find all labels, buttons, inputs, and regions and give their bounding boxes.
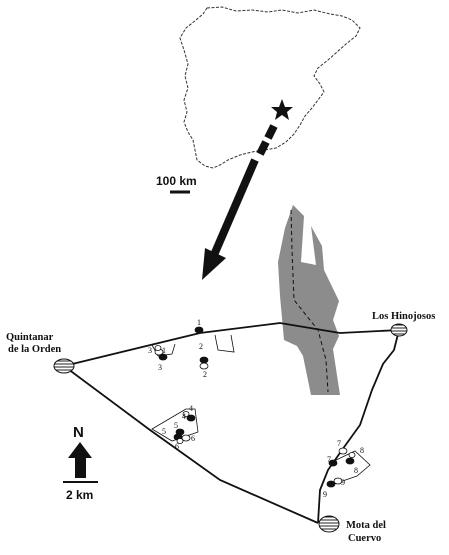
site-marker-open (154, 345, 162, 351)
site-number: 3 (148, 346, 152, 355)
road-network (63, 322, 400, 524)
site-marker-filled (326, 480, 336, 488)
site-number: 2 (199, 342, 203, 351)
site-marker-open (338, 447, 348, 455)
site-number: 7 (327, 455, 331, 464)
town-label-mota: Mota del Cuervo (346, 520, 389, 544)
north-label: N (73, 424, 84, 441)
site-marker-filled (328, 459, 338, 467)
site-number: 8 (360, 446, 364, 455)
site-number: 4 (189, 404, 193, 413)
site-number: 5 (174, 421, 178, 430)
stream-line (290, 209, 329, 393)
site-markers (154, 326, 356, 488)
site-number: 5 (162, 427, 166, 436)
zoom-arrow-icon (202, 124, 278, 280)
site-marker-open (199, 362, 209, 370)
iberia-outline (179, 6, 361, 169)
site-marker-filled (158, 353, 168, 361)
town-marker-mota (318, 515, 340, 533)
site-marker-open (176, 438, 184, 444)
town-marker-quintanar (53, 358, 75, 374)
site-marker-filled (194, 326, 204, 334)
site-number: 3 (158, 363, 162, 372)
site-number: 9 (323, 490, 327, 499)
north-arrow-icon (68, 442, 92, 478)
site-number: 1 (197, 318, 201, 327)
town-marker-hinojosos (390, 323, 408, 337)
scale-label-large: 100 km (156, 174, 197, 188)
site-marker-open (182, 411, 190, 417)
site-number: 6 (175, 442, 179, 451)
site-marker-filled (345, 457, 355, 465)
town-label-quintanar: Quintanar de la Orden (6, 332, 61, 355)
site-marker-open (333, 477, 343, 485)
site-numbers: 1 1 3 3 2 2 4 4 5 5 6 6 7 7 8 8 9 9 (148, 318, 364, 499)
site-marker-filled (186, 414, 196, 422)
site-marker-filled (199, 356, 209, 364)
site-number: 4 (182, 412, 186, 421)
site-number: 9 (341, 478, 345, 487)
site-number: 2 (203, 370, 207, 379)
star-icon (271, 99, 293, 120)
site-number: 8 (354, 466, 358, 475)
river-zone (278, 205, 340, 395)
site-number: 6 (191, 434, 195, 443)
site-number: 7 (337, 439, 341, 448)
site-marker-open (348, 452, 356, 458)
site-marker-open (181, 434, 191, 442)
town-label-hinojosos: Los Hinojosos (372, 311, 435, 322)
site-number: 1 (162, 346, 166, 355)
scale-label-small: 2 km (66, 488, 93, 502)
